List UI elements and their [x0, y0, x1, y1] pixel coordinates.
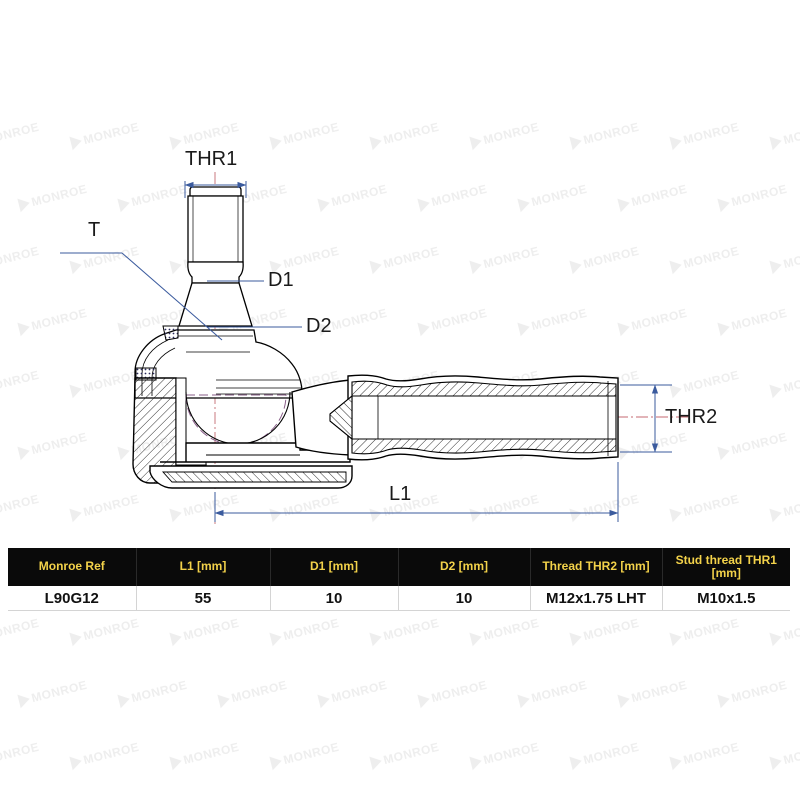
- label-d2: D2: [306, 315, 332, 337]
- col-header-d1: D1 [mm]: [270, 548, 399, 586]
- shank-lower-wall: [351, 438, 617, 455]
- housing-base-hatch: [161, 471, 347, 483]
- stud-thread-body: [187, 195, 244, 263]
- col-header-d2: D2 [mm]: [398, 548, 531, 586]
- dim-l1: [214, 462, 619, 522]
- stud-thread-lines: [192, 196, 239, 262]
- col-header-monroe-ref: Monroe Ref: [8, 548, 137, 586]
- cell-d1: 10: [270, 586, 399, 611]
- shank-inner-bore: [351, 395, 617, 440]
- stud-neck-groove: [187, 261, 244, 284]
- label-thr1: THR1: [185, 148, 238, 170]
- specification-table: Monroe Ref L1 [mm] D1 [mm] D2 [mm] Threa…: [8, 548, 790, 611]
- label-l1: L1: [389, 483, 412, 505]
- col-header-stud-thread-thr1: Stud thread THR1 [mm]: [662, 548, 790, 586]
- cell-d2: 10: [398, 586, 531, 611]
- label-thr2: THR2: [665, 406, 718, 428]
- stud-assembly: [132, 172, 690, 525]
- col-header-l1: L1 [mm]: [136, 548, 271, 586]
- stud-cone: [178, 282, 253, 327]
- bore-cone-hatch: [329, 395, 353, 440]
- ball-stud-sphere: [185, 394, 287, 446]
- table-row: L90G12 55 10 10 M12x1.75 LHT M10x1.5: [8, 586, 790, 611]
- stud-neck: [187, 261, 244, 284]
- housing-inner-lines: [185, 443, 300, 462]
- boot-clamp-ring: [135, 325, 179, 381]
- label-d1: D1: [268, 269, 294, 291]
- stud-cone-body: [178, 282, 253, 327]
- dim-thr2: [620, 384, 672, 453]
- table-header-row: Monroe Ref L1 [mm] D1 [mm] D2 [mm] Threa…: [8, 548, 790, 586]
- cell-monroe-ref: L90G12: [8, 586, 137, 611]
- shank-thread-tube: [329, 374, 619, 461]
- col-header-thread-thr2: Thread THR2 [mm]: [530, 548, 663, 586]
- cell-thread-thr2: M12x1.75 LHT: [530, 586, 663, 611]
- dim-thr1: [184, 181, 247, 198]
- dimension-lines: [60, 181, 672, 522]
- ball-seat-outline: [185, 391, 291, 445]
- dim-t-leader: [60, 252, 223, 341]
- stud-thread-section: [187, 186, 244, 263]
- shank-end-lines: [377, 381, 609, 456]
- cell-stud-thread-thr1: M10x1.5: [662, 586, 790, 611]
- shank-upper-wall: [351, 380, 617, 397]
- stud-top-cap: [189, 186, 242, 197]
- label-t: T: [88, 219, 101, 241]
- cell-l1: 55: [136, 586, 271, 611]
